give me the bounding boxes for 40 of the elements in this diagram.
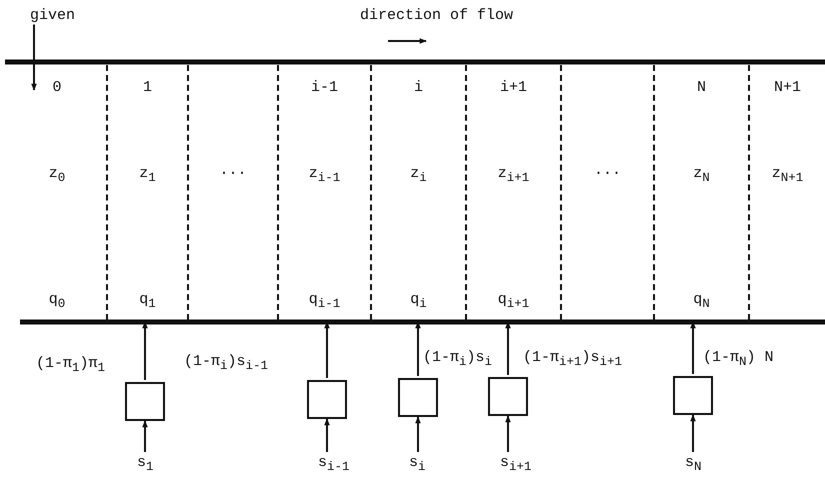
water-level: z$_{N}$ <box>692 165 711 185</box>
water-level: z$_{i}$ <box>409 165 428 185</box>
water-level: z$_{1}$ <box>138 165 157 185</box>
ellipsis: ··· <box>592 165 622 182</box>
water-level: z$_{i-1}$ <box>308 165 342 185</box>
water-level: z$_{N+1}$ <box>770 165 804 185</box>
source-label: s$_{1}$ <box>137 455 154 475</box>
reach-number: 0 <box>51 79 62 96</box>
treatment-box <box>307 380 347 419</box>
discharge: q$_{1}$ <box>138 291 157 311</box>
discharge: q$_{i-1}$ <box>308 291 342 311</box>
reach-number: N+1 <box>772 79 802 96</box>
discharge: q$_{N}$ <box>692 291 711 311</box>
reach-number: i+1 <box>498 79 528 96</box>
arrow <box>415 416 421 452</box>
water-level: z$_{i+1}$ <box>496 165 530 185</box>
arrow <box>505 415 511 452</box>
treatment-box <box>398 378 438 417</box>
discharge: q$_{i+1}$ <box>496 291 530 311</box>
ellipsis: ··· <box>218 165 248 182</box>
source-label: s$_{N}$ <box>685 455 702 475</box>
reach-number: i-1 <box>310 79 339 96</box>
arrow <box>142 420 148 452</box>
discharge: q$_{0}$ <box>48 291 66 311</box>
source-label: s$_{i}$ <box>409 455 426 475</box>
reach-number: 1 <box>142 79 153 96</box>
flow-direction-label: direction of flow <box>360 8 514 24</box>
reach-number: N <box>696 79 707 96</box>
arrow <box>690 414 696 452</box>
reach-number: i <box>412 79 424 96</box>
source-label: s$_{i+1}$ <box>500 455 532 475</box>
treatment-box <box>488 377 528 416</box>
treatment-box <box>125 382 165 421</box>
arrow <box>324 418 330 452</box>
water-level: z$_{0}$ <box>48 165 66 185</box>
discharge: q$_{i}$ <box>409 291 428 311</box>
arrow <box>31 24 37 91</box>
boundary-label: given <box>30 8 76 24</box>
source-label: s$_{i-1}$ <box>318 455 350 475</box>
treatment-box <box>673 376 713 415</box>
